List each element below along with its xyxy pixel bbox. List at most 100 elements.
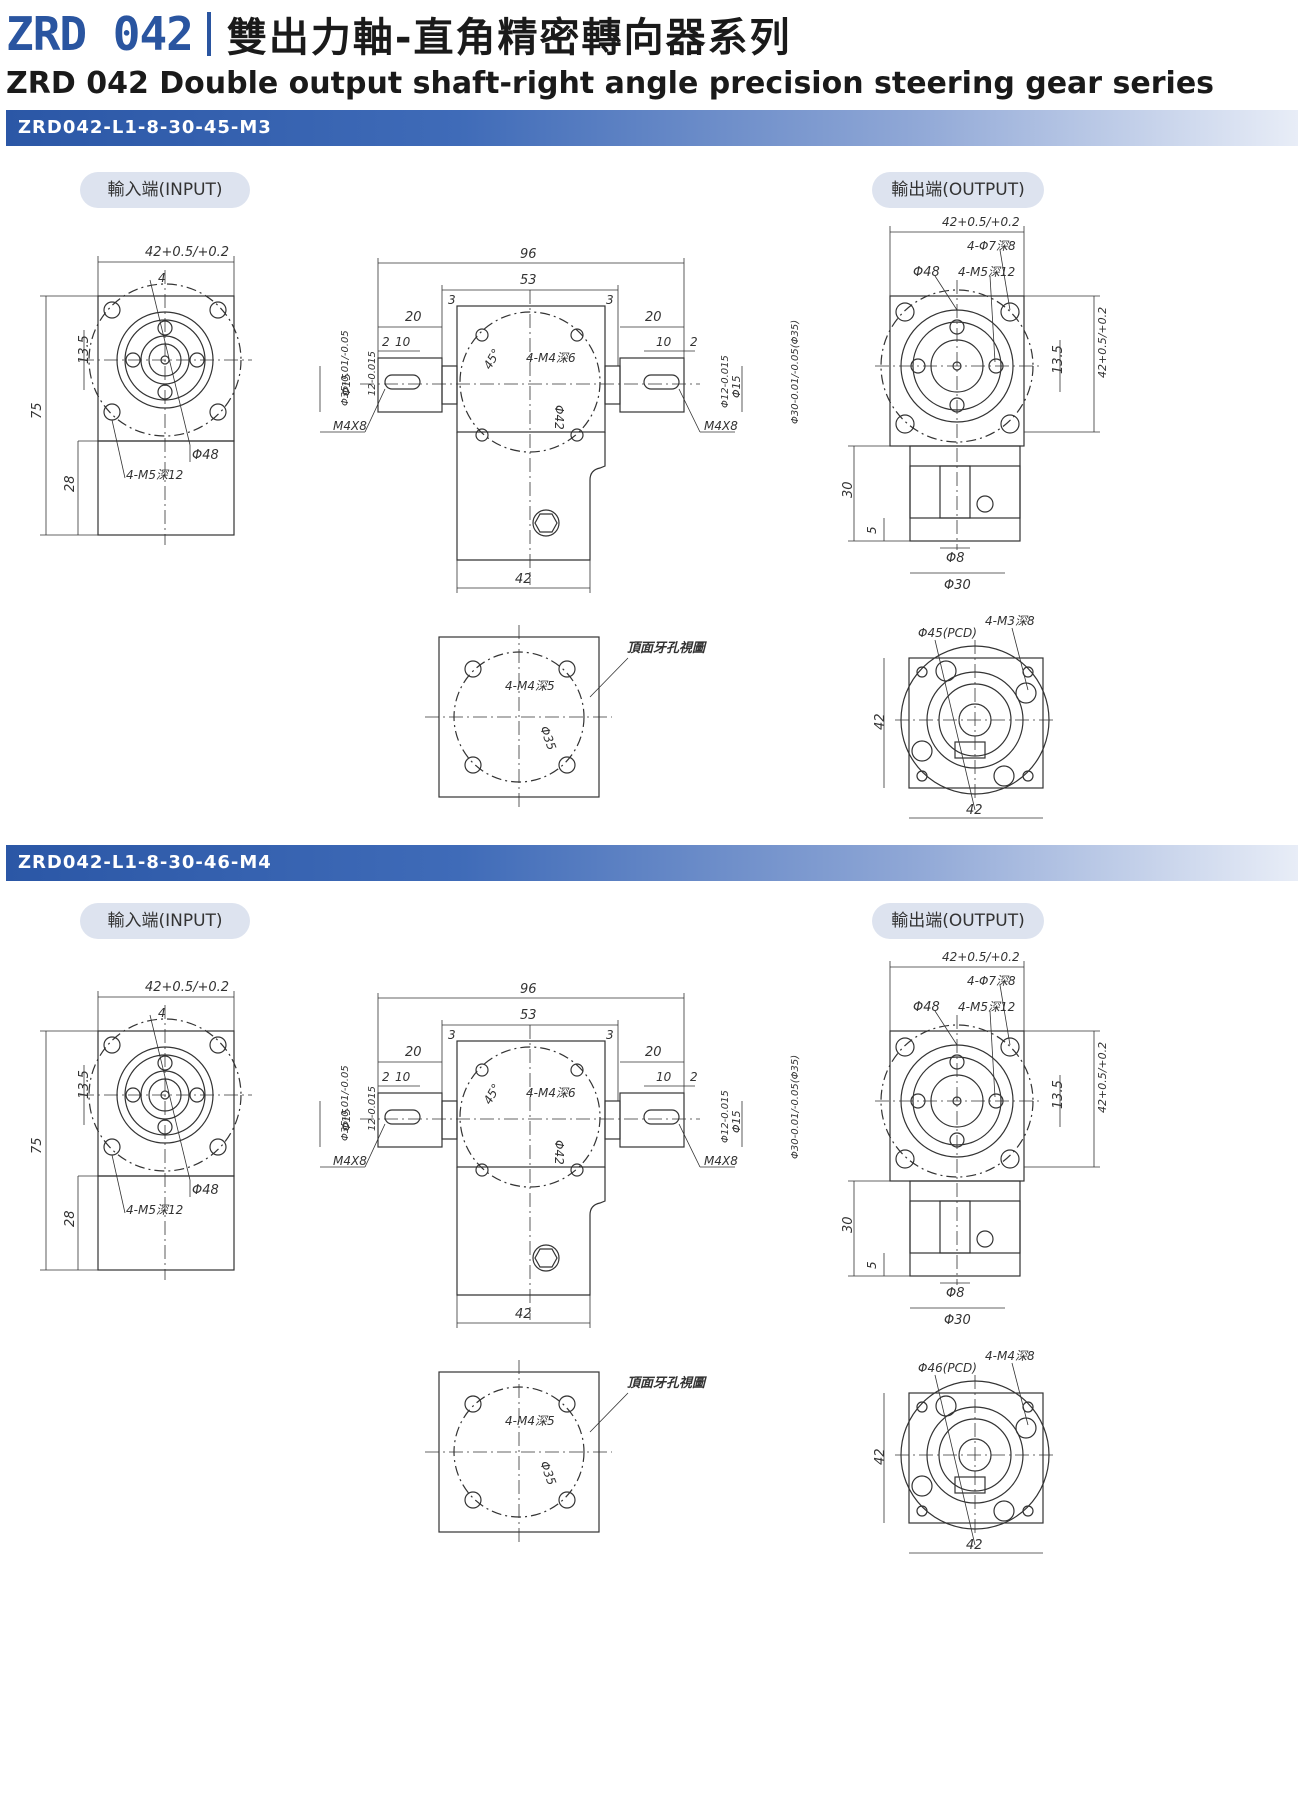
dim-shaft-left: 20 bbox=[405, 310, 422, 325]
tap-hole bbox=[464, 1395, 482, 1413]
title-english: ZRD 042 Double output shaft-right angle … bbox=[6, 66, 1215, 101]
input-label: 輸入端(INPUT) bbox=[80, 903, 250, 939]
dim-w: 42 bbox=[966, 1538, 983, 1553]
dim-right-shaft: Φ15 bbox=[730, 1110, 743, 1133]
title-chinese: 雙出力軸-直角精密轉向器系列 bbox=[226, 15, 792, 61]
dimension-line bbox=[1011, 1362, 1029, 1426]
dim-gap-left: 3 bbox=[448, 293, 456, 307]
tap-hole bbox=[570, 428, 584, 442]
clamp-hole bbox=[935, 660, 957, 682]
top-hole-view: 頂面牙孔視圖 4-M4深5 Φ35 bbox=[425, 1360, 707, 1545]
dim-shaft-right: 20 bbox=[645, 1045, 662, 1060]
dim-height: 75 bbox=[30, 402, 45, 419]
drawing-section-2: 42+0.5/+0.2 4 75 28 13.5 Φ48 4-M5深12 bbox=[0, 735, 1303, 1575]
output-base-outline bbox=[909, 1180, 1021, 1277]
technical-drawing: 42+0.5/+0.2 4 75 28 13.5 Φ48 4-M5深12 bbox=[30, 950, 1109, 1554]
dim-total: 96 bbox=[520, 247, 537, 262]
pcd-circle bbox=[88, 1018, 242, 1172]
tap-hole bbox=[1022, 1505, 1034, 1517]
dim-left-key: 12-0.015 bbox=[367, 1086, 378, 1131]
part-number: ZRD042-L1-8-30-45-M3 bbox=[18, 117, 272, 138]
tap-hole bbox=[464, 660, 482, 678]
dim-center: 13.5 bbox=[77, 1070, 92, 1099]
dimension-line bbox=[111, 419, 126, 479]
hex-socket bbox=[532, 509, 560, 537]
section-banner-1: ZRD042-L1-8-30-45-M3 bbox=[6, 110, 1298, 146]
dim-width: 42+0.5/+0.2 bbox=[145, 980, 229, 995]
clamp-hole bbox=[1015, 682, 1037, 704]
clamp-slot bbox=[954, 741, 986, 759]
dimension-line bbox=[999, 984, 1011, 1046]
dim-center: 13.5 bbox=[1051, 1080, 1066, 1109]
header-divider bbox=[206, 12, 211, 56]
tap-hole bbox=[570, 1063, 584, 1077]
dim-key-pos: 2 bbox=[690, 1070, 698, 1084]
dim-shaft-left: 20 bbox=[405, 1045, 422, 1060]
top-view-title: 頂面牙孔視圖 bbox=[627, 640, 707, 656]
dimension-line bbox=[989, 1010, 996, 1098]
mount-hole bbox=[209, 403, 227, 421]
output-label: 輸出端(OUTPUT) bbox=[872, 172, 1044, 208]
mount-hole bbox=[1000, 302, 1020, 322]
tap-hole bbox=[475, 328, 489, 342]
clamp-hole bbox=[911, 1475, 933, 1497]
dimension-line bbox=[934, 275, 958, 311]
note-holes: 4-M5深12 bbox=[126, 1203, 183, 1217]
dimension-line bbox=[589, 1392, 629, 1433]
hex-socket-inner bbox=[534, 513, 558, 533]
dim-angle: 45° bbox=[481, 346, 504, 371]
output-shaft bbox=[939, 465, 971, 519]
dim-w: 42 bbox=[966, 803, 983, 818]
mount-hole bbox=[209, 301, 227, 319]
output-view: 42+0.5/+0.2 4-Φ7深8 Φ48 4-M5深12 13.5 42+0… bbox=[841, 950, 1109, 1328]
mount-hole bbox=[1000, 1037, 1020, 1057]
dim-flange: Φ30 bbox=[944, 1313, 971, 1328]
dim-right-flange: Φ30-0.01/-0.05(Φ35) bbox=[790, 320, 801, 424]
input-view: 42+0.5/+0.2 4 75 28 13.5 Φ48 4-M5深12 bbox=[30, 245, 252, 545]
note-left-thread: M4X8 bbox=[333, 1154, 367, 1168]
dim-shaft-right: 20 bbox=[645, 310, 662, 325]
dim-bottom: 42 bbox=[515, 572, 532, 587]
tap-hole bbox=[475, 428, 489, 442]
flange-outline bbox=[908, 657, 1044, 789]
model-code: ZRD 042 bbox=[6, 7, 194, 61]
front-view: 96 53 3 3 20 20 2 10 10 2 45° 4-M4深6 Φ42… bbox=[319, 247, 801, 593]
dimension-line bbox=[364, 1123, 386, 1168]
output-shaft-box bbox=[909, 465, 1021, 519]
dim-bottom: 42 bbox=[515, 1307, 532, 1322]
pcd-circle bbox=[88, 283, 242, 437]
dimension-line bbox=[111, 1154, 126, 1214]
dim-angle: 45° bbox=[481, 1081, 504, 1106]
dim-pcd: Φ35 bbox=[537, 1459, 559, 1487]
note-right-thread: M4X8 bbox=[704, 419, 738, 433]
note-holes: 4-M4深5 bbox=[505, 679, 555, 693]
dimension-line bbox=[934, 1374, 976, 1546]
dim-step: 5 bbox=[865, 526, 879, 534]
dim-shaft-height: 30 bbox=[841, 1216, 856, 1233]
left-shaft bbox=[377, 1092, 443, 1148]
dim-pilot: Φ48 bbox=[192, 1183, 219, 1198]
dim-step: 5 bbox=[865, 1261, 879, 1269]
dim-right-flange: Φ30-0.01/-0.05(Φ35) bbox=[790, 1055, 801, 1159]
input-base-outline bbox=[97, 1175, 235, 1271]
tap-hole bbox=[464, 756, 482, 774]
dim-flange: Φ30 bbox=[944, 578, 971, 593]
dim-height: 42+0.5/+0.2 bbox=[1096, 307, 1109, 378]
right-flange bbox=[604, 365, 621, 405]
front-view: 96 53 3 3 20 20 2 10 10 2 45° 4-M4深6 Φ42… bbox=[319, 982, 801, 1328]
tap-hole bbox=[464, 1491, 482, 1509]
left-shaft bbox=[377, 357, 443, 413]
clamp-slot bbox=[954, 1476, 986, 1494]
mount-hole bbox=[103, 1138, 121, 1156]
dim-pcd: Φ42 bbox=[552, 405, 566, 430]
tap-hole bbox=[558, 660, 576, 678]
dim-pcd: Φ42 bbox=[552, 1140, 566, 1165]
input-base-outline bbox=[97, 440, 235, 536]
dimension-line bbox=[589, 657, 629, 698]
gearbox-body-bottom bbox=[456, 432, 606, 561]
note-holes: 4-M5深12 bbox=[126, 468, 183, 482]
clamp-hole bbox=[935, 1395, 957, 1417]
output-label: 輸出端(OUTPUT) bbox=[872, 903, 1044, 939]
left-keyway bbox=[384, 374, 421, 390]
tap-hole bbox=[558, 1395, 576, 1413]
